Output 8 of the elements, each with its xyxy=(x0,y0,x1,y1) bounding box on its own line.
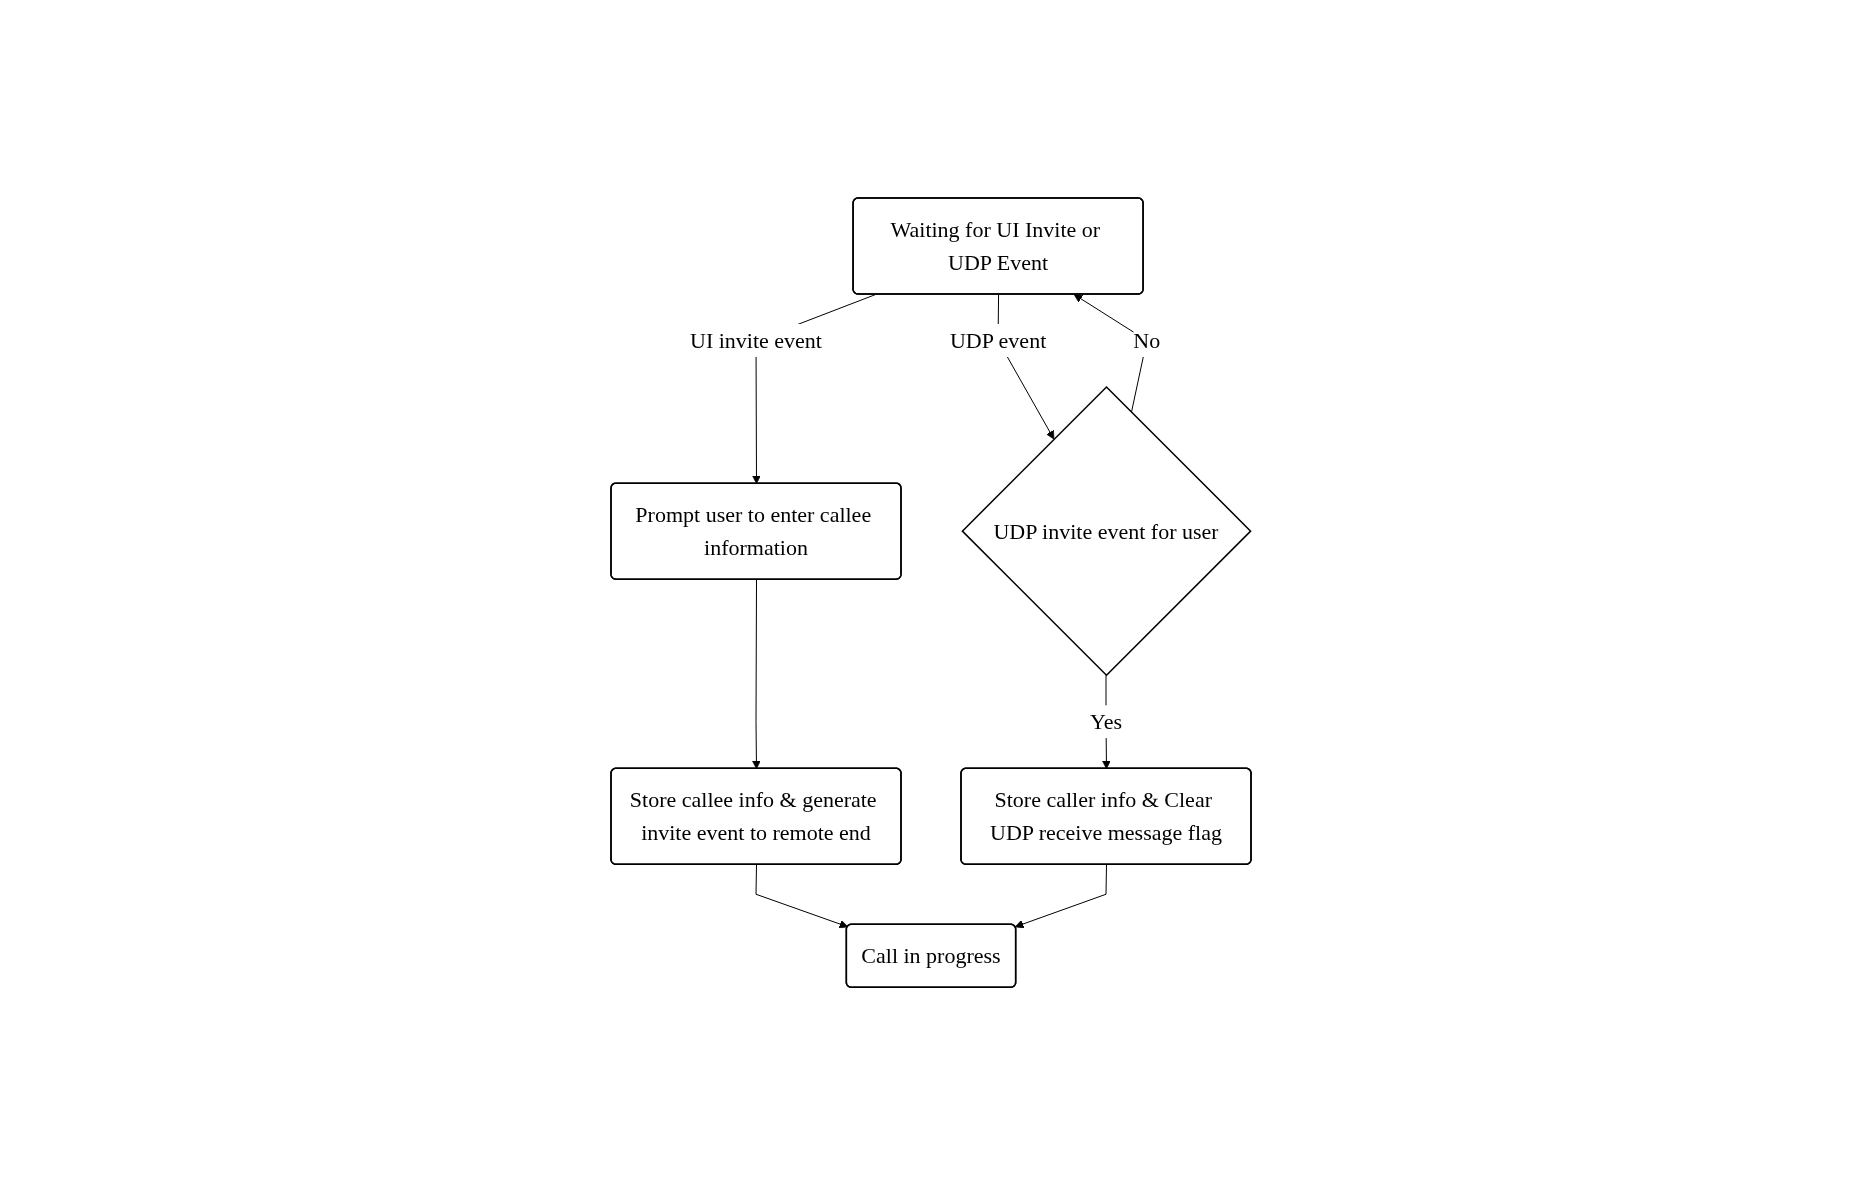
edge-label: Yes xyxy=(1089,709,1123,735)
edge-label: UDP event xyxy=(949,328,1047,354)
edge-label: No xyxy=(1133,328,1161,354)
arrow xyxy=(1014,864,1107,929)
arrow xyxy=(752,579,761,770)
edge-label: UI invite event xyxy=(690,328,822,354)
arrow xyxy=(755,864,849,929)
node-diamond: UDP invite event for user xyxy=(961,386,1252,677)
